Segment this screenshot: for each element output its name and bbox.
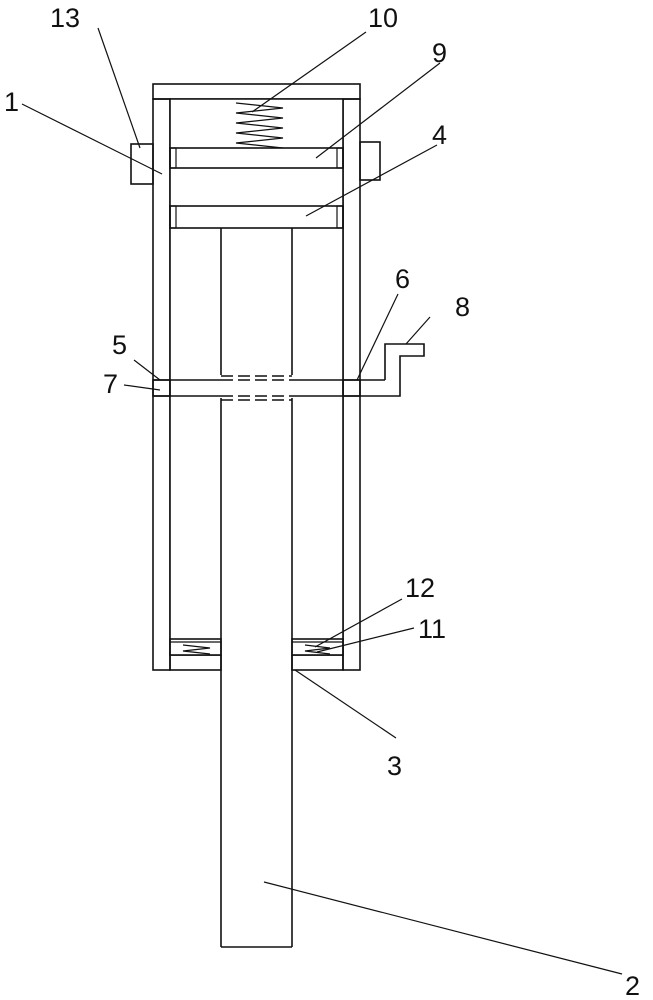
label-6: 6 [395,264,410,294]
leader-lines [21,27,623,975]
label-1: 1 [4,87,19,117]
label-2: 2 [625,971,640,1000]
reference-numerals: 13 1 10 9 4 6 8 5 7 12 11 3 2 [4,3,640,1000]
housing-bottom-left [169,654,222,671]
label-11: 11 [418,614,446,644]
bottom-springs [169,638,344,656]
label-12: 12 [405,573,435,603]
label-8: 8 [455,292,470,322]
side-lug-right [359,141,381,181]
top-spring [235,102,284,149]
rod [220,228,293,948]
housing-left-wall [152,98,171,671]
housing [152,83,361,671]
label-13: 13 [50,3,80,33]
label-7: 7 [103,369,118,399]
side-lug-left [130,143,154,185]
label-9: 9 [432,38,447,68]
label-3: 3 [387,751,402,781]
label-10: 10 [368,3,398,33]
housing-right-wall [342,98,361,671]
housing-bottom-right [291,654,344,671]
housing-top-wall [152,83,361,100]
label-5: 5 [112,330,127,360]
label-4: 4 [432,120,447,150]
handle [384,343,425,397]
pin [152,375,393,401]
